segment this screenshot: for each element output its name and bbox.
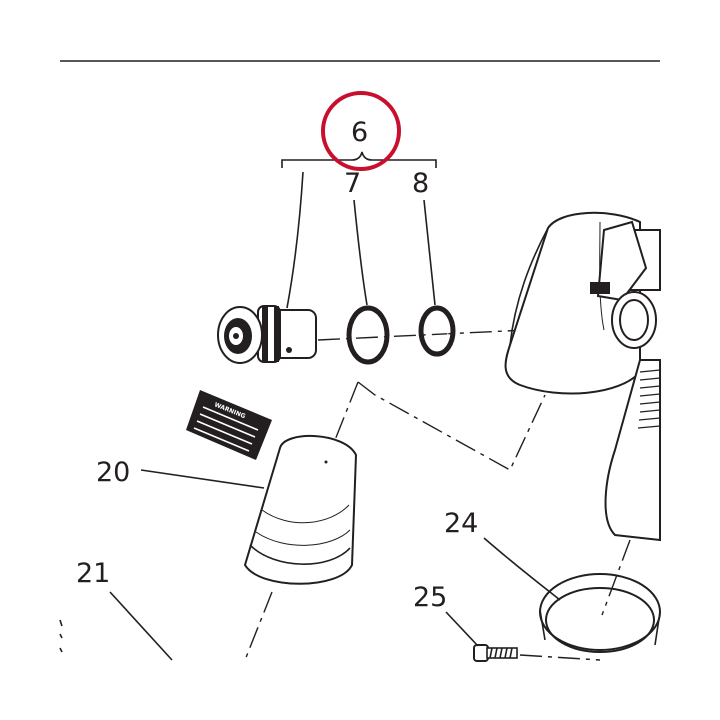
highlight-circle [321, 91, 401, 171]
oring-8 [418, 305, 456, 357]
leader-24 [483, 537, 561, 601]
center-line [317, 324, 631, 341]
callout-8: 8 [412, 168, 429, 199]
leader-7-oring [353, 199, 368, 306]
cartridge-part [217, 305, 317, 364]
callout-20: 20 [96, 457, 130, 488]
cropped-mark [59, 619, 63, 653]
assembly-dash-path-2 [357, 381, 546, 471]
callout-24: 24 [444, 508, 478, 539]
leader-20 [140, 469, 265, 489]
housing-dash-line [601, 539, 631, 616]
filter-cartridge-20 [243, 434, 358, 585]
assembly-dash-path [334, 381, 359, 441]
leader-21 [109, 591, 173, 661]
callout-21: 21 [76, 558, 110, 589]
warning-label: WARNING [186, 390, 272, 460]
callout-25: 25 [413, 582, 447, 613]
oring-7 [346, 305, 390, 365]
leader-6-cartridge [286, 171, 304, 309]
clamp-ring-24 [539, 573, 661, 653]
callout-7: 7 [344, 168, 361, 199]
callout-6: 6 [351, 117, 368, 148]
leader-25 [445, 611, 479, 647]
leader-8-oring [423, 199, 436, 306]
screw-25 [473, 644, 518, 662]
group-6-bracket [281, 151, 437, 168]
filter-dash-line [244, 591, 273, 661]
filter-housing [504, 211, 661, 542]
screw-dash-line [519, 654, 601, 661]
